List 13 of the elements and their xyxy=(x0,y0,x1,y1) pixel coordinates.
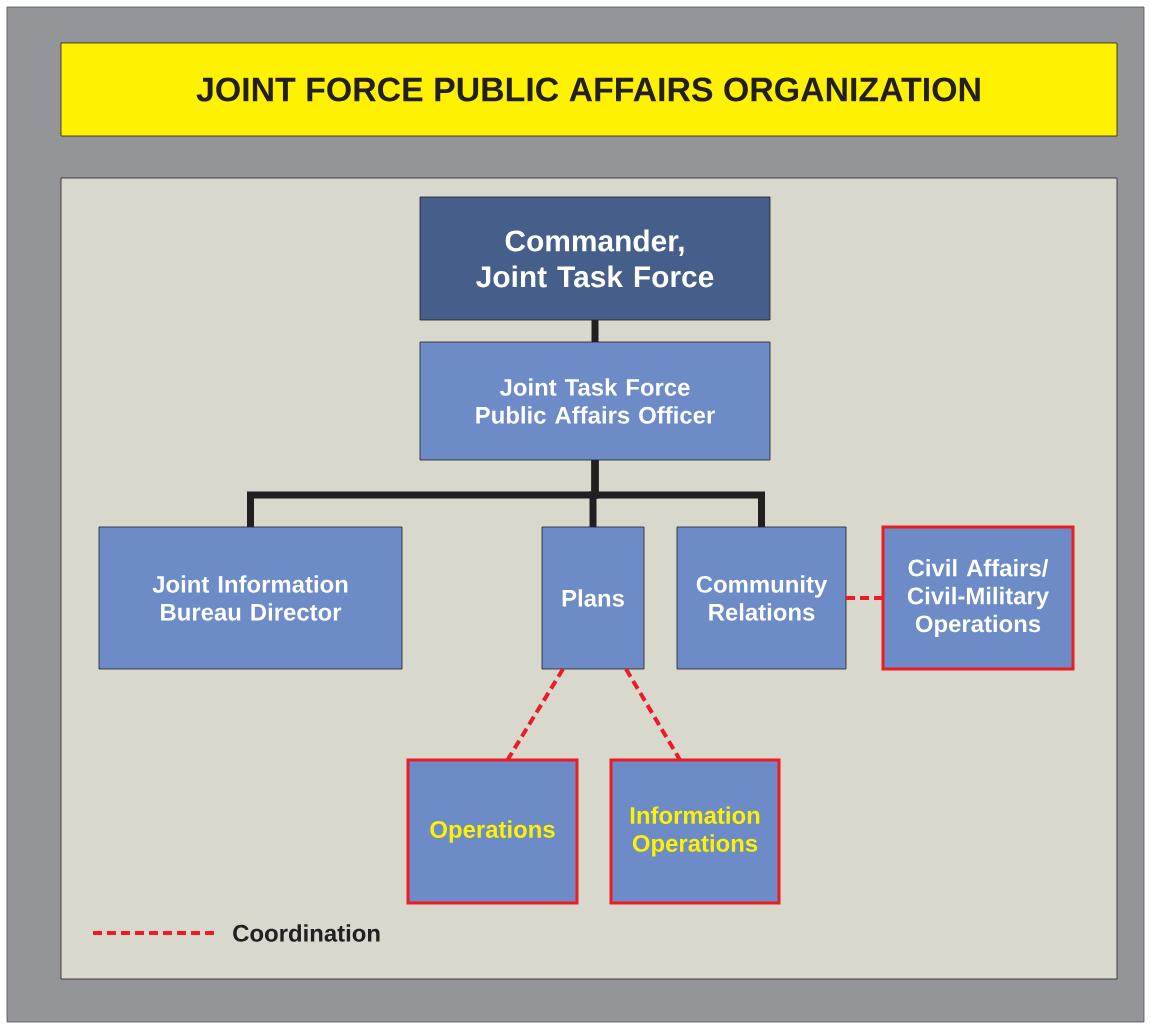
commander-box: Commander, Joint Task Force xyxy=(419,196,771,321)
coordination-box: Civil Affairs/ Civil-Military Operations xyxy=(881,525,1075,671)
legend-label: Coordination xyxy=(233,924,380,942)
officer-box: Joint Task Force Public Affairs Officer xyxy=(419,341,771,461)
dashed-line xyxy=(505,667,565,762)
title-banner: JOINT FORCE PUBLIC AFFAIRS ORGANIZATION xyxy=(60,42,1118,137)
coordination-box: Operations xyxy=(406,758,579,905)
coordination-box: Information Operations xyxy=(609,758,781,905)
dashed-line xyxy=(846,596,883,600)
section-box: Plans xyxy=(541,526,645,670)
section-box: Joint Information Bureau Director xyxy=(98,526,403,670)
dashed-line xyxy=(624,668,682,761)
section-box: Community Relations xyxy=(676,526,847,670)
